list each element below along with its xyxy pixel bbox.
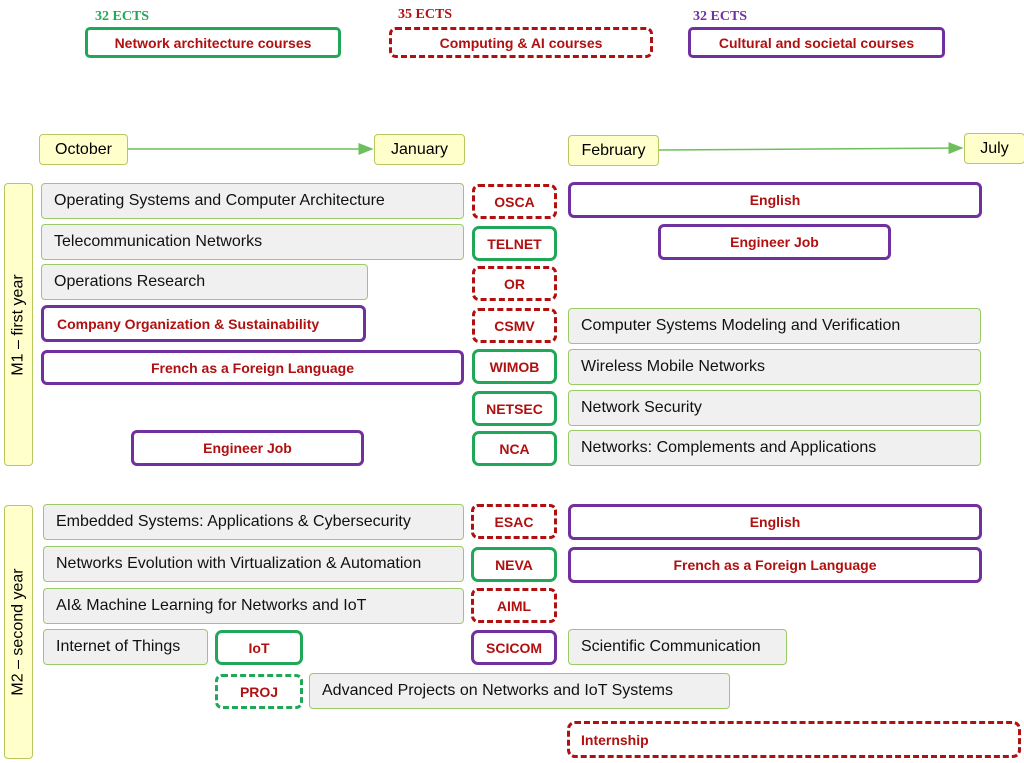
course-english-m1: English <box>568 182 982 218</box>
course-engineer-job-2: Engineer Job <box>658 224 891 260</box>
month-february: February <box>568 135 659 166</box>
course-neva: Networks Evolution with Virtualization &… <box>43 546 464 582</box>
course-telnet: Telecommunication Networks <box>41 224 464 260</box>
tag-wimob: WIMOB <box>472 349 557 384</box>
tag-aiml: AIML <box>471 588 557 623</box>
tag-telnet: TELNET <box>472 226 557 261</box>
course-esac: Embedded Systems: Applications & Cyberse… <box>43 504 464 540</box>
tag-osca: OSCA <box>472 184 557 219</box>
course-aiml: AI& Machine Learning for Networks and Io… <box>43 588 464 624</box>
course-english-m2: English <box>568 504 982 540</box>
course-engineer-job-1: Engineer Job <box>131 430 364 466</box>
tag-csmv: CSMV <box>472 308 557 343</box>
arrow-sem2 <box>658 142 964 155</box>
course-scicom: Scientific Communication <box>568 629 787 665</box>
course-proj: Advanced Projects on Networks and IoT Sy… <box>309 673 730 709</box>
tag-nca: NCA <box>472 431 557 466</box>
tag-or: OR <box>472 266 557 301</box>
course-iot: Internet of Things <box>43 629 208 665</box>
course-or: Operations Research <box>41 264 368 300</box>
legend-cultural: Cultural and societal courses <box>688 27 945 58</box>
tag-netsec: NETSEC <box>472 391 557 426</box>
cultural-ects: 32 ECTS <box>693 9 748 24</box>
course-fle-m1: French as a Foreign Language <box>41 350 464 385</box>
tag-esac: ESAC <box>471 504 557 539</box>
year-label-m1: M1 – first year <box>4 183 33 466</box>
network-ects: 32 ECTS <box>95 9 150 24</box>
course-csmv: Computer Systems Modeling and Verificati… <box>568 308 981 344</box>
course-osca: Operating Systems and Computer Architect… <box>41 183 464 219</box>
course-nca: Networks: Complements and Applications <box>568 430 981 466</box>
month-july: July <box>964 133 1024 164</box>
course-netsec: Network Security <box>568 390 981 426</box>
computing-ects: 35 ECTS <box>398 7 453 22</box>
legend-network: Network architecture courses <box>85 27 341 58</box>
course-wimob: Wireless Mobile Networks <box>568 349 981 385</box>
tag-iot: IoT <box>215 630 303 665</box>
month-october: October <box>39 134 128 165</box>
tag-scicom: SCICOM <box>471 630 557 665</box>
course-company: Company Organization & Sustainability <box>41 305 366 342</box>
tag-neva: NEVA <box>471 547 557 582</box>
course-internship: Internship <box>567 721 1021 758</box>
legend-computing: Computing & AI courses <box>389 27 653 58</box>
tag-proj: PROJ <box>215 674 303 709</box>
month-january: January <box>374 134 465 165</box>
course-fle-m2: French as a Foreign Language <box>568 547 982 583</box>
year-label-m2: M2 – second year <box>4 505 33 759</box>
